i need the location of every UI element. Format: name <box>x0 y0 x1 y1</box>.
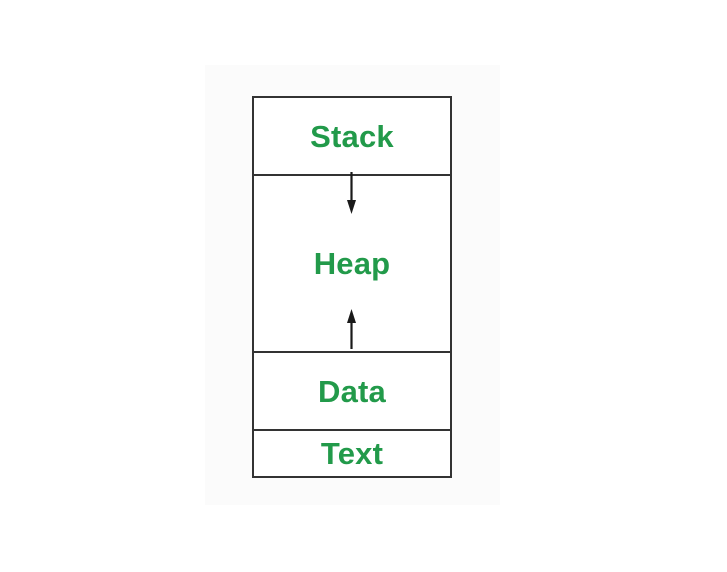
segment-label-data: Data <box>318 373 386 409</box>
memory-segment-text[interactable]: Text <box>254 429 450 476</box>
memory-segment-heap[interactable]: Heap <box>254 174 450 351</box>
segment-label-heap: Heap <box>313 246 391 281</box>
segment-label-stack: Stack <box>310 118 394 154</box>
memory-layout-box: Stack Heap Data Text <box>252 96 452 478</box>
memory-segment-stack[interactable]: Stack <box>254 98 450 174</box>
memory-segment-data[interactable]: Data <box>254 351 450 429</box>
segment-label-text: Text <box>320 436 384 471</box>
